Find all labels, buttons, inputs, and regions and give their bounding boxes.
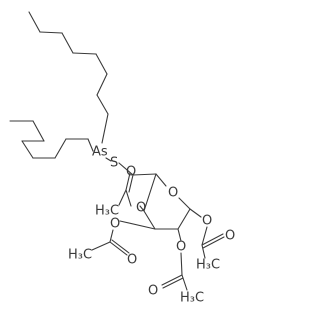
c3-carbonyl-oxygen-label: O (127, 253, 137, 268)
c1-methyl-label: H₃C (196, 258, 220, 273)
c2-methyl-label: H₃C (180, 291, 204, 306)
sulfur-label: S (110, 156, 118, 171)
arsenic-sulfur-linkage (105, 157, 134, 176)
c2-carbonyl-oxygen-label: O (148, 284, 158, 299)
c3-ester-oxygen-label: O (110, 217, 120, 232)
arsenic-label: As (92, 145, 108, 160)
octyl-chain-upper (28, 11, 109, 144)
acetoxy-c1 (189, 208, 225, 259)
ring-oxygen-label: O (168, 186, 178, 201)
acetoxy-c2 (161, 228, 188, 291)
c4-ester-oxygen-label: O (136, 201, 146, 216)
c4-carbonyl-oxygen-label: O (126, 165, 136, 180)
c3-methyl-label: H₃C (68, 248, 92, 263)
structure-diagram: As S O O O H₃C O O H₃C O O H₃C O O H₃C H (9, 11, 235, 306)
c2-ester-oxygen-label: O (176, 240, 186, 255)
acetoxy-c3 (91, 220, 156, 256)
octyl-chain-lower (9, 120, 94, 159)
acetoxy-c4 (118, 172, 145, 212)
c4-methyl-label: H₃C (95, 204, 119, 219)
c1-ester-oxygen-label: O (202, 214, 212, 229)
c1-carbonyl-oxygen-label: O (225, 229, 235, 244)
pyranose-ring (132, 173, 191, 230)
